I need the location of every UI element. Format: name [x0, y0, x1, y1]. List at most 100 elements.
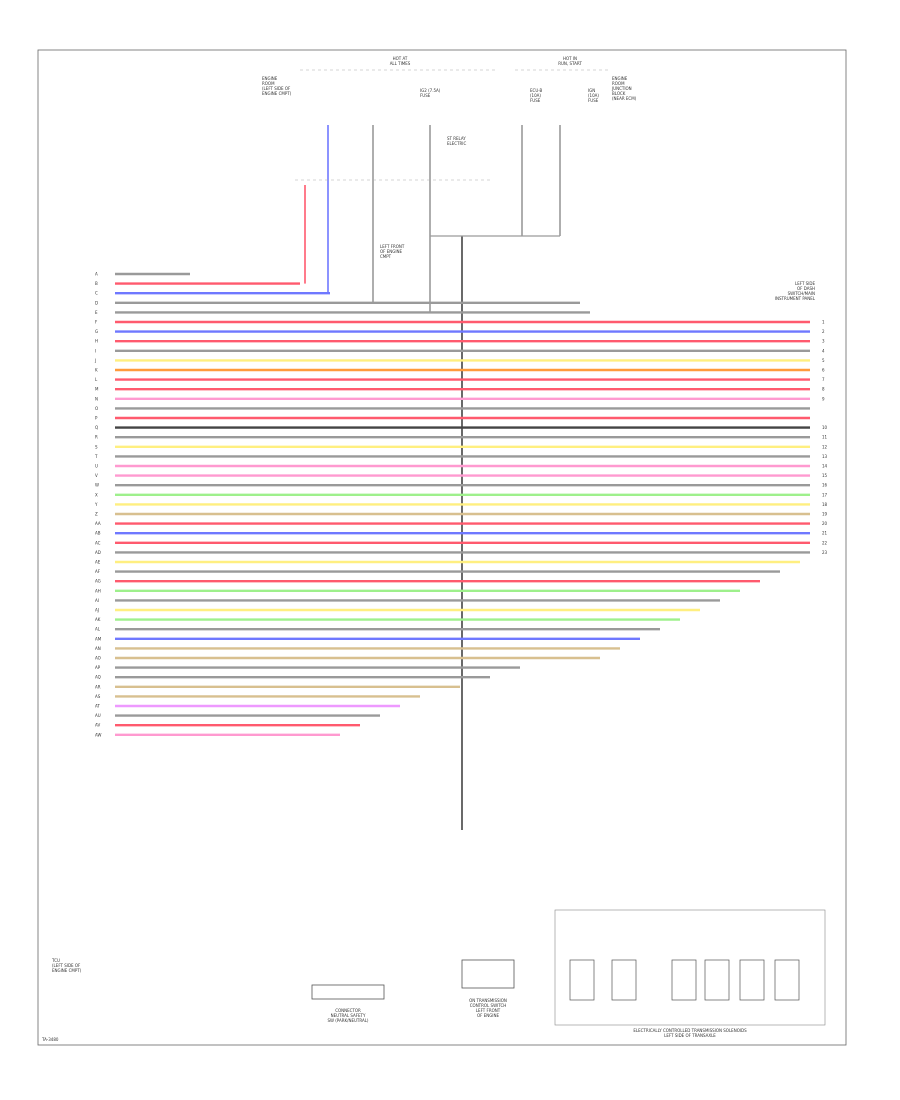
- wire-pin-label: P: [95, 416, 98, 421]
- solenoid-label: LEFT SIDE OF TRANSAXLE: [664, 1033, 716, 1038]
- sensor-label: SW (PARK/NEUTRAL): [327, 1018, 368, 1023]
- page-code: TA-3480: [41, 1037, 59, 1042]
- sensor-label: OF ENGINE: [477, 1013, 500, 1018]
- wire-pin-label: AV: [95, 723, 100, 728]
- wire-pin-label: C: [95, 291, 98, 296]
- wire-pin-label: AH: [95, 588, 101, 593]
- sensor-label: NEUTRAL SAFETY: [331, 1013, 366, 1018]
- wire-pin-label: M: [95, 387, 99, 392]
- power-label: HOT AT: [393, 56, 408, 61]
- wire-right-pin: 10: [822, 425, 828, 430]
- sensor-label: LEFT FRONT: [476, 1008, 501, 1013]
- splice-label: OF ENGINE: [380, 249, 403, 254]
- relay-label: ST RELAY: [447, 136, 466, 141]
- power-label: HOT IN: [563, 56, 577, 61]
- wire-pin-label: F: [95, 320, 98, 325]
- wire-pin-label: K: [95, 368, 98, 373]
- wire-pin-label: T: [94, 454, 98, 459]
- wire-pin-label: AS: [95, 694, 101, 699]
- sensor-label: CONTROL SWITCH: [470, 1003, 507, 1008]
- wire-right-pin: 1: [822, 320, 825, 325]
- wire-pin-label: AW: [95, 732, 102, 737]
- fuse-box-label: ROOM: [612, 81, 625, 86]
- wire-right-pin: 4: [822, 348, 825, 353]
- wire-pin-label: AT: [95, 704, 100, 709]
- sensor-label: CONNECTOR: [335, 1008, 361, 1013]
- solenoid-block: [554, 909, 826, 1026]
- wire-pin-label: AK: [95, 617, 101, 622]
- wire-right-pin: 3: [822, 339, 825, 344]
- wire-right-pin: 2: [822, 329, 825, 334]
- fuse-box-label: ENGINE: [262, 76, 278, 81]
- fuse-label: IGN: [588, 88, 595, 93]
- solenoid: [704, 959, 730, 1001]
- wire-right-pin: 16: [822, 483, 828, 488]
- wire-pin-label: N: [95, 396, 98, 401]
- wire-pin-label: Q: [95, 425, 98, 430]
- splice-label: CMPT: [380, 254, 392, 259]
- relay-label: ELECTRIC: [447, 141, 466, 146]
- fuse-label: FUSE: [420, 93, 431, 98]
- wire-pin-label: V: [95, 473, 98, 478]
- solenoid: [611, 959, 637, 1001]
- module-label: LEFT SIDE: [795, 281, 816, 286]
- wire-right-pin: 5: [822, 358, 825, 363]
- fuse-box-label: ROOM: [262, 81, 275, 86]
- wire-pin-label: AF: [95, 569, 101, 574]
- neutral-switch: [311, 984, 385, 1000]
- wire-pin-label: AC: [95, 540, 101, 545]
- wire-pin-label: H: [95, 339, 98, 344]
- wire-pin-label: AR: [95, 684, 101, 689]
- power-label: RUN, START: [558, 61, 582, 66]
- solenoid: [671, 959, 697, 1001]
- wire-right-pin: 20: [822, 521, 828, 526]
- fuse-box-label: (NEAR ECM): [612, 96, 637, 101]
- wire-right-pin: 15: [822, 473, 828, 478]
- wire-right-pin: 17: [822, 492, 828, 497]
- fuse-label: (10A): [530, 93, 541, 98]
- module-label: ENGINE CMPT): [52, 968, 82, 973]
- wire-pin-label: AJ: [95, 608, 99, 613]
- wire-pin-label: AO: [95, 656, 101, 661]
- wire-pin-label: R: [95, 435, 98, 440]
- wire-right-pin: 8: [822, 387, 825, 392]
- wire-pin-label: A: [95, 272, 98, 277]
- wire-pin-label: Z: [95, 512, 98, 517]
- wire-pin-label: D: [95, 300, 98, 305]
- splice-label: LEFT FRONT: [380, 244, 405, 249]
- wire-pin-label: AL: [95, 627, 101, 632]
- wire-pin-label: B: [95, 281, 98, 286]
- wire-right-pin: 22: [822, 540, 828, 545]
- fuse-label: IG2 (7.5A): [420, 88, 441, 93]
- wire-pin-label: AA: [95, 521, 101, 526]
- fuse-box-label: (LEFT SIDE OF: [262, 86, 291, 91]
- wire-pin-label: U: [95, 464, 98, 469]
- wire-pin-label: AN: [95, 646, 101, 651]
- solenoid: [774, 959, 800, 1001]
- wire-right-pin: 7: [822, 377, 825, 382]
- wire-right-pin: 12: [822, 444, 828, 449]
- wire-pin-label: O: [95, 406, 98, 411]
- wire-right-pin: 13: [822, 454, 828, 459]
- wire-pin-label: AG: [95, 579, 101, 584]
- wire-pin-label: L: [95, 377, 98, 382]
- diagram-frame: [37, 49, 847, 1046]
- fuse-label: (10A): [588, 93, 599, 98]
- wire-pin-label: W: [95, 483, 99, 488]
- module-label: SWITCH/MAIN: [788, 291, 815, 296]
- wire-pin-label: G: [95, 329, 98, 334]
- module-label: (LEFT SIDE OF: [52, 963, 81, 968]
- wire-right-pin: 9: [822, 396, 825, 401]
- wire-right-pin: 23: [822, 550, 828, 555]
- wire-pin-label: S: [95, 444, 98, 449]
- wire-pin-label: AQ: [95, 675, 101, 680]
- power-label: ALL TIMES: [390, 61, 411, 66]
- wire-pin-label: I: [95, 348, 96, 353]
- fuse-label: ECU-B: [530, 88, 543, 93]
- wire-pin-label: J: [94, 358, 96, 363]
- wire-pin-label: Y: [94, 502, 98, 507]
